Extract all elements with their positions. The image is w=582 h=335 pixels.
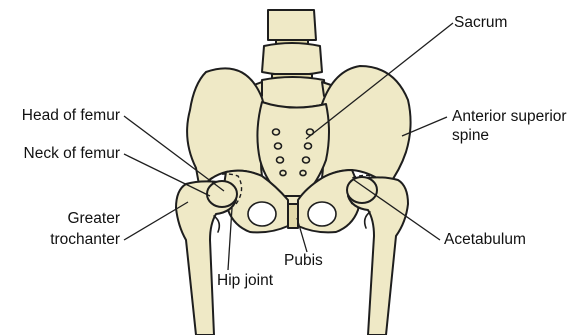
label-anterior-superior-spine-line2: spine (452, 127, 489, 145)
label-sacrum: Sacrum (454, 14, 507, 32)
label-acetabulum: Acetabulum (444, 231, 526, 249)
right-obturator-foramen (308, 202, 336, 226)
label-anterior-superior-spine-line1: Anterior superior (452, 108, 567, 126)
left-obturator-foramen (248, 202, 276, 226)
left-femoral-head (207, 181, 237, 207)
label-greater-trochanter-line1: Greater (8, 210, 120, 228)
pubic-symphysis (288, 204, 298, 228)
label-hip-joint: Hip joint (217, 272, 273, 290)
right-femoral-head (347, 177, 377, 203)
leader-hip-joint (228, 208, 232, 270)
label-greater-trochanter-line2: trochanter (8, 231, 120, 249)
label-pubis: Pubis (284, 252, 323, 270)
label-neck-of-femur: Neck of femur (8, 145, 120, 163)
label-head-of-femur: Head of femur (8, 107, 120, 125)
